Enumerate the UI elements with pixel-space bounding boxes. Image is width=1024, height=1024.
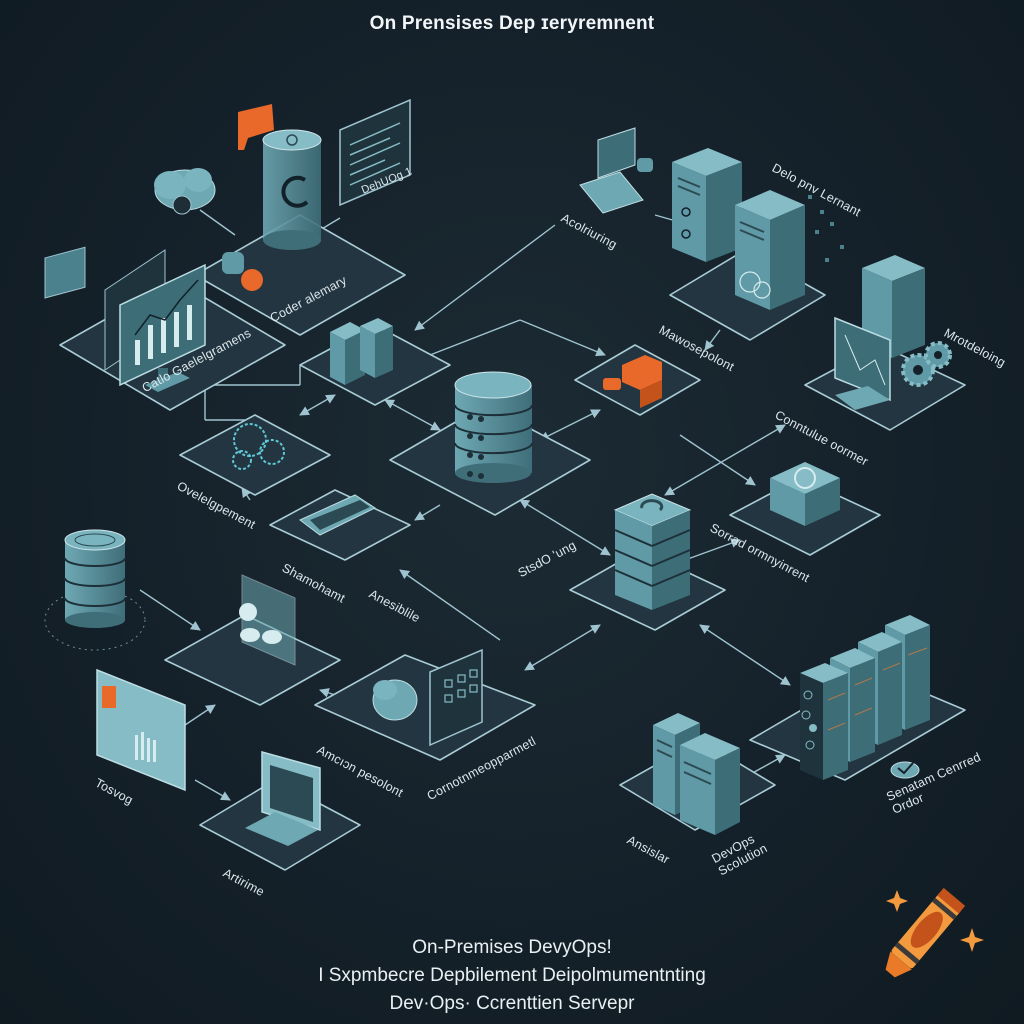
cloud-icon: [154, 168, 216, 215]
footer-line-3: Dev·Ops· Ccrenttien Servepr: [389, 993, 635, 1014]
crayon-icon: [885, 887, 984, 978]
rocket-badge-icon: [241, 269, 263, 291]
cloud-panel-icon: [372, 648, 483, 747]
server-tower-icon: [672, 148, 742, 262]
document-panel-icon: [339, 98, 411, 207]
dashboard-panel-icon: [299, 494, 377, 536]
orange-puzzle-icon: [238, 104, 274, 150]
footer-line-2: I Sxpmbecre Depbilement Deipolmumentntin…: [318, 965, 706, 986]
monitor-report-icon: [96, 668, 186, 792]
server-cluster-icon: [800, 615, 930, 780]
monitor-chart-icon: [44, 246, 206, 392]
card-reader-icon: [44, 246, 86, 299]
page-title: On Prensises Dep ɪeryremnent: [369, 13, 655, 34]
workstation-icon: [579, 127, 653, 214]
gears-chip-icon: [232, 423, 285, 470]
database-icon: [454, 371, 533, 483]
sparkle-icon: [960, 928, 984, 952]
monitor-gears-icon: [834, 255, 952, 410]
shield-badge-icon: [222, 252, 244, 274]
container-box-icon: [770, 462, 840, 526]
check-disc-icon: [890, 761, 920, 779]
twin-servers-icon: [653, 713, 740, 835]
cylinder-repository-icon: [262, 129, 322, 250]
data-particles: [808, 195, 844, 262]
sparkle-icon: [886, 890, 908, 912]
orange-package-icon: [603, 355, 662, 408]
server-network-icon: [735, 190, 805, 310]
server-rack-icon: [330, 318, 393, 385]
footer-line-1: On-Premises DevyOps!: [412, 937, 612, 958]
laptop-icon: [245, 751, 321, 846]
glass-panel-icon: [239, 574, 296, 666]
database-ring-icon: [44, 529, 146, 651]
storage-stack-icon: [613, 493, 692, 610]
